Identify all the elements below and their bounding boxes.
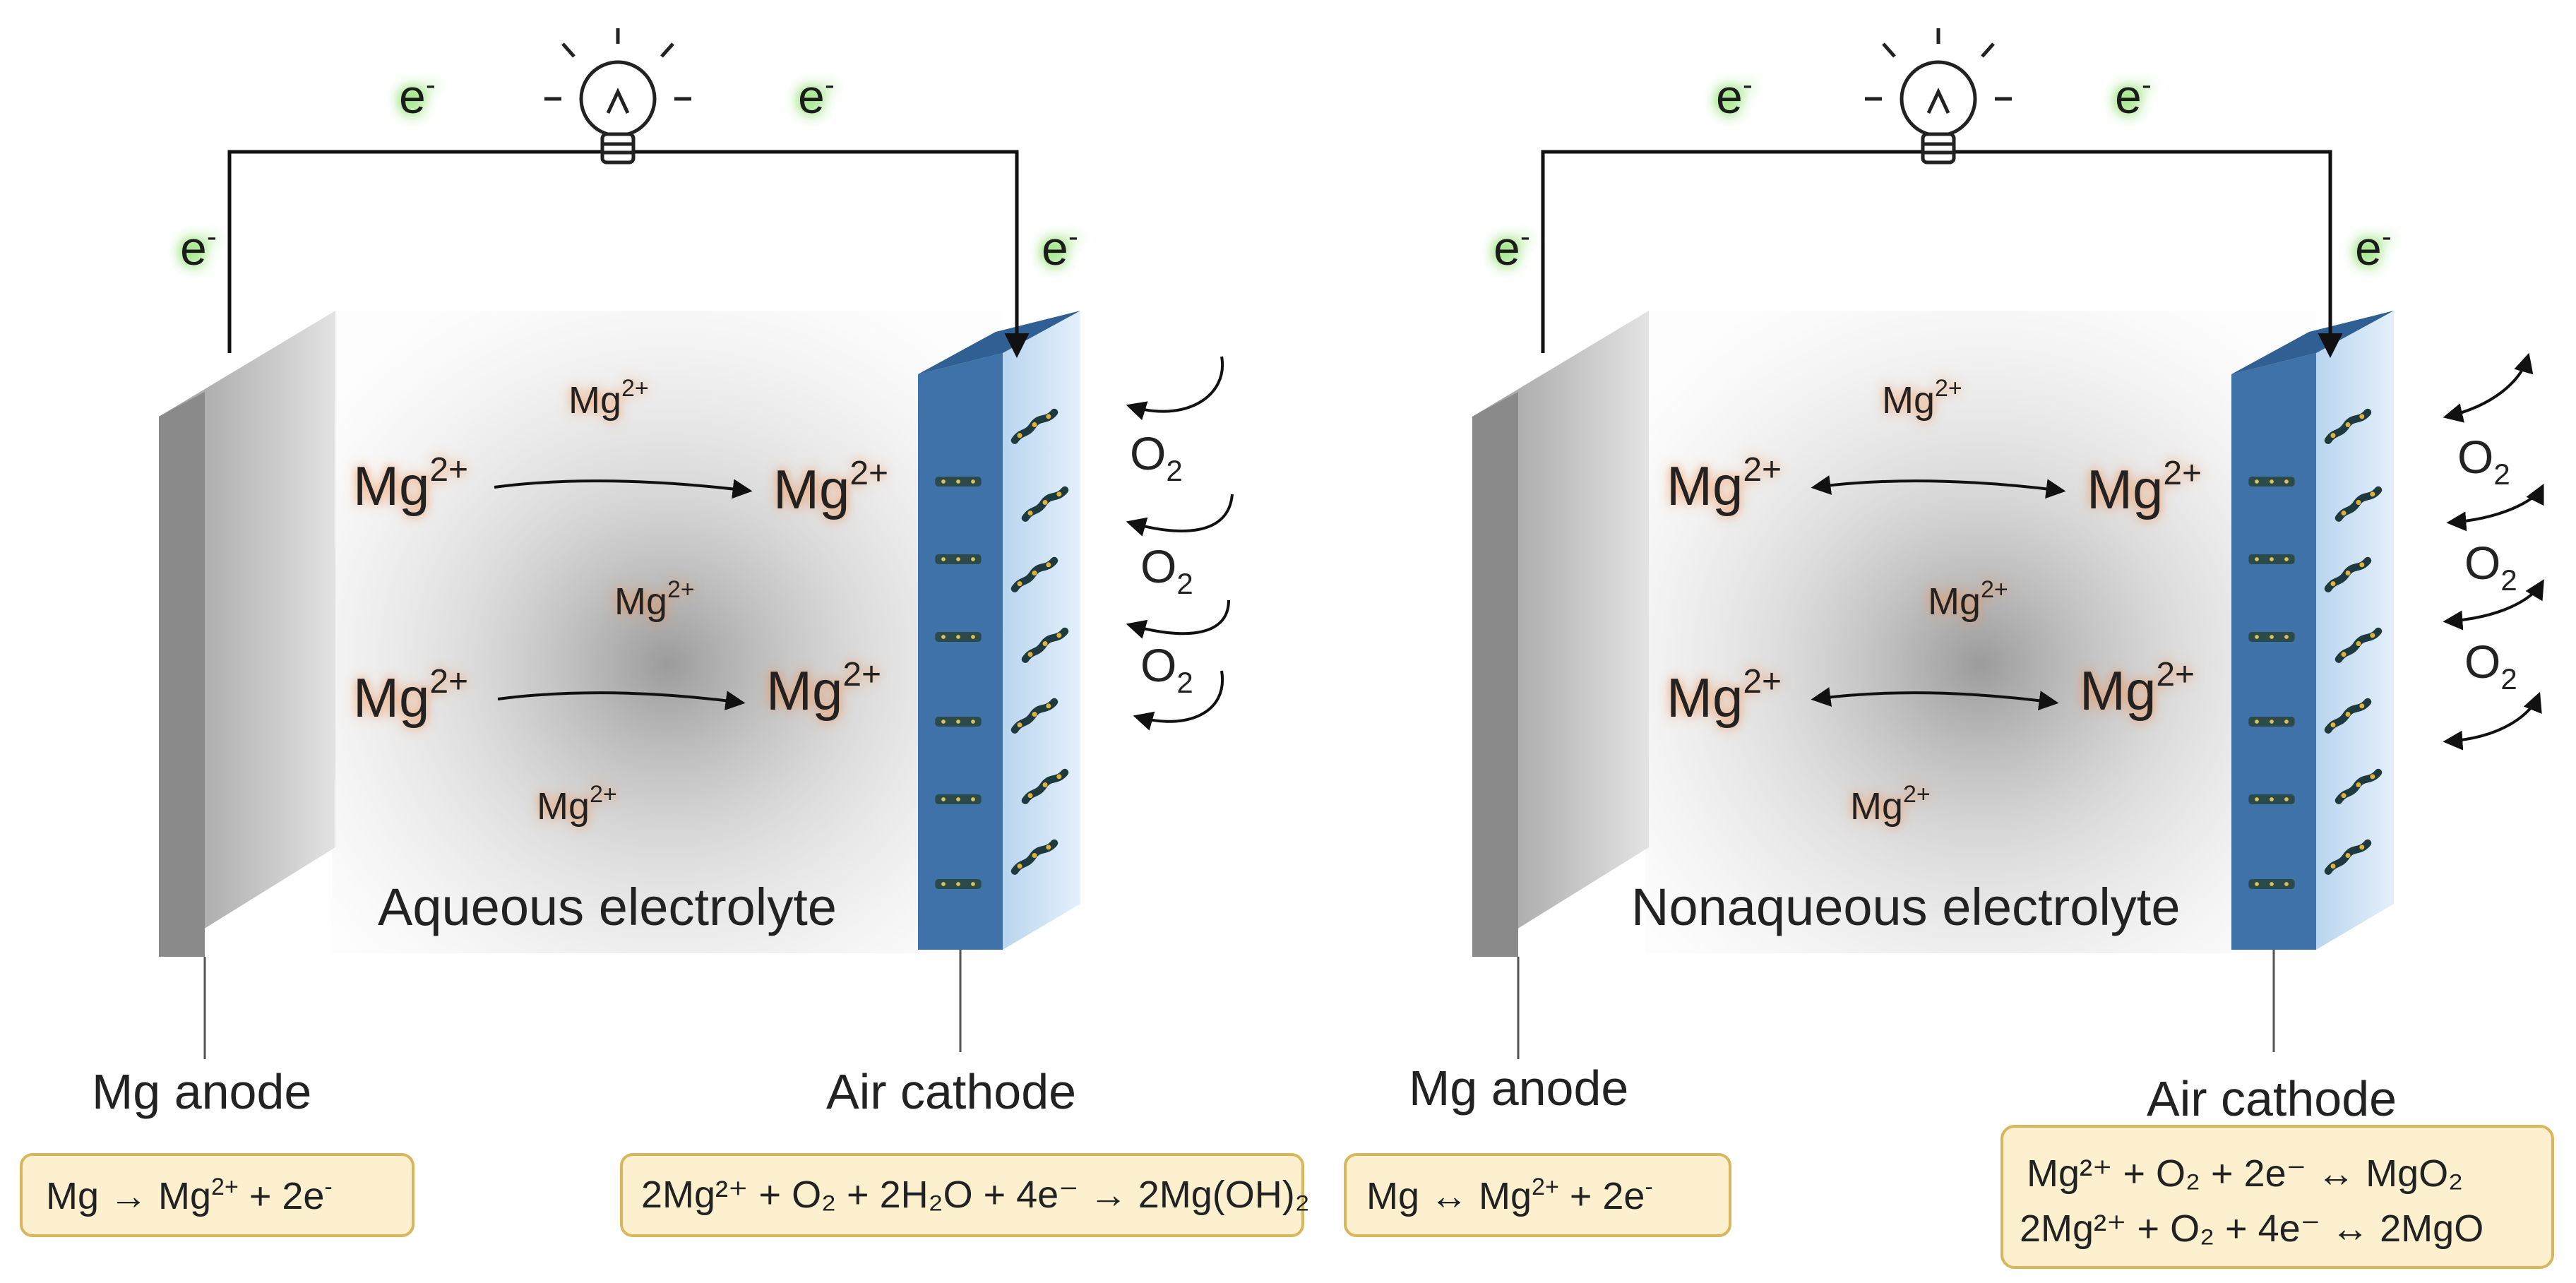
oxygen-label: O2: [2457, 431, 2510, 491]
mg-anode: [159, 311, 335, 957]
oxygen-flow-arrow: [1133, 670, 1224, 731]
ion-migration-arrow: [494, 479, 753, 499]
electron-label: e-: [2115, 68, 2152, 124]
electron-label: e-: [1042, 220, 1078, 275]
mg-ion: Mg2+: [2080, 656, 2195, 722]
mg-ion: Mg2+: [2087, 455, 2202, 520]
mg-ion: Mg2+: [766, 656, 881, 722]
anode-label: Mg anode: [1409, 1061, 1628, 1116]
electron-label: e-: [399, 68, 436, 124]
mg-ion: Mg2+: [1666, 451, 1782, 517]
svg-text:2Mg²⁺ + O₂ + 2H₂O + 4e⁻ → 2Mg(: 2Mg²⁺ + O₂ + 2H₂O + 4e⁻ → 2Mg(OH)₂: [641, 1174, 1310, 1216]
electrolyte-region: [1645, 311, 2316, 953]
mg-ion: Mg2+: [1666, 663, 1782, 729]
light-bulb-icon: [1865, 28, 2012, 165]
svg-text:Mg²⁺ + O₂ + 2e⁻ ↔ MgO₂: Mg²⁺ + O₂ + 2e⁻ ↔ MgO₂: [2027, 1152, 2463, 1195]
oxygen-flow-arrow: [2443, 352, 2534, 423]
oxygen-flow-arrow: [2446, 483, 2544, 532]
electron-label: e-: [2355, 220, 2392, 275]
mg-ion: Mg2+: [773, 455, 888, 520]
mg-ion: Mg2+: [614, 576, 695, 623]
cathode-label: Air cathode: [2147, 1071, 2397, 1126]
electron-label: e-: [1716, 68, 1753, 124]
oxygen-flow-arrow: [1126, 356, 1224, 421]
oxygen-label: O2: [1140, 540, 1193, 600]
svg-text:Mg ↔ Mg2+ + 2e-: Mg ↔ Mg2+ + 2e-: [1366, 1174, 1653, 1217]
anode-equation-box: Mg ↔ Mg2+ + 2e-: [1344, 1153, 1731, 1237]
svg-text:2Mg²⁺ + O₂ + 4e⁻ ↔ 2MgO: 2Mg²⁺ + O₂ + 4e⁻ ↔ 2MgO: [2020, 1207, 2483, 1250]
ion-migration-arrow: [1811, 475, 2066, 499]
svg-text:Mg → Mg2+ + 2e-: Mg → Mg2+ + 2e-: [46, 1174, 333, 1217]
light-bulb-icon: [544, 28, 691, 165]
cathode-equation-box: Mg²⁺ + O₂ + 2e⁻ ↔ MgO₂ 2Mg²⁺ + O₂ + 4e⁻ …: [2000, 1125, 2554, 1269]
mg-ion: Mg2+: [353, 663, 468, 729]
electrolyte-label: Aqueous electrolyte: [378, 878, 837, 936]
air-cathode: [918, 311, 1080, 950]
electron-label: e-: [180, 220, 217, 275]
electron-label: e-: [798, 68, 835, 124]
cathode-label: Air cathode: [826, 1064, 1076, 1119]
anode-label: Mg anode: [92, 1064, 311, 1119]
mg-ion: Mg2+: [537, 781, 617, 828]
oxygen-label: O2: [2464, 635, 2517, 696]
electron-label: e-: [1493, 220, 1530, 275]
oxygen-flow-arrow: [2443, 691, 2542, 751]
mg-anode: [1472, 311, 1649, 957]
oxygen-flow-arrow: [1126, 494, 1234, 537]
panel-aqueous: e- e- e- e- Mg2+ Mg2+ Mg2+ Mg2+ Mg2+ Mg2…: [20, 28, 1310, 1237]
oxygen-label: O2: [1130, 427, 1183, 487]
oxygen-flow-arrow: [1126, 599, 1230, 639]
oxygen-label: O2: [2464, 537, 2517, 597]
mg-ion: Mg2+: [1850, 781, 1931, 828]
mg-ion: Mg2+: [568, 375, 649, 422]
panel-nonaqueous: e- e- e- e- Mg2+ Mg2+ Mg2+ Mg2+ Mg2+ Mg2…: [1344, 28, 2554, 1269]
oxygen-label: O2: [1140, 639, 1193, 699]
mg-ion: Mg2+: [1928, 576, 2008, 623]
electrolyte-region: [332, 311, 1003, 953]
air-cathode: [2231, 311, 2394, 950]
mg-ion: Mg2+: [1882, 375, 1962, 422]
ion-migration-arrow: [497, 691, 746, 710]
electrolyte-label: Nonaqueous electrolyte: [1631, 878, 2181, 936]
cathode-equation-box: 2Mg²⁺ + O₂ + 2H₂O + 4e⁻ → 2Mg(OH)₂: [620, 1153, 1310, 1237]
ion-migration-arrow: [1811, 687, 2059, 710]
anode-equation-box: Mg → Mg2+ + 2e-: [20, 1153, 415, 1237]
mg-ion: Mg2+: [353, 451, 468, 517]
oxygen-flow-arrow: [2443, 579, 2544, 631]
